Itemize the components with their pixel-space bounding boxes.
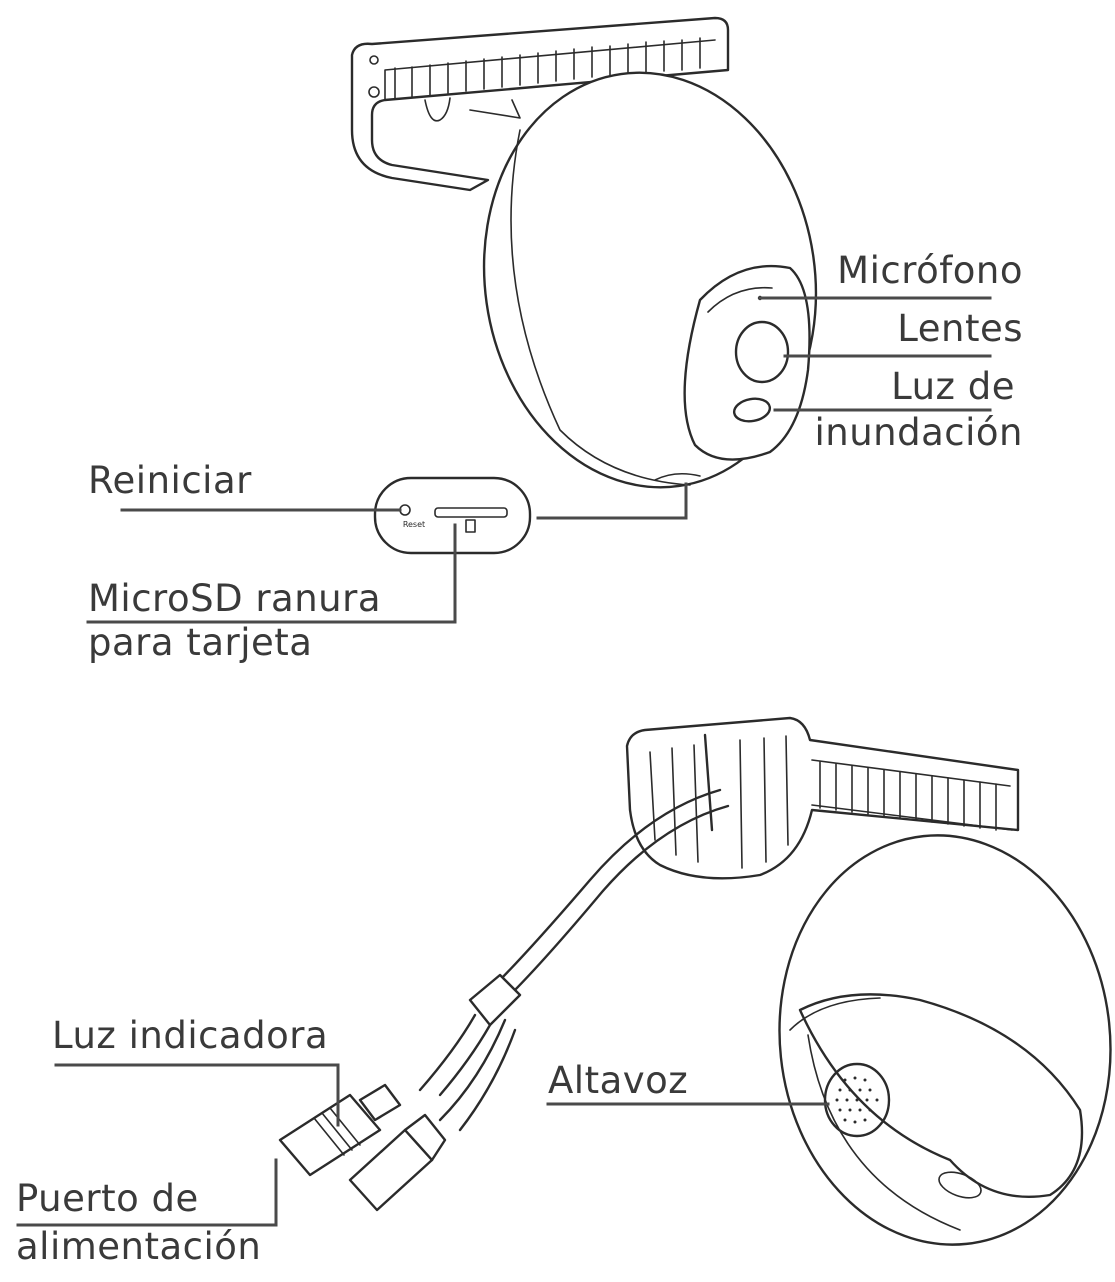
reset-tiny-label: Reset (403, 520, 425, 529)
bottom-mount-fins (649, 735, 997, 869)
top-mount-bracket (350, 16, 730, 192)
reset-sd-detail (373, 476, 532, 555)
speaker-grille (823, 1062, 891, 1138)
label-floodlight-line2: inundación (814, 411, 1023, 454)
leader-power (16, 1158, 278, 1227)
speaker-holes (835, 1076, 879, 1124)
label-lens: Lentes (897, 307, 1023, 350)
bottom-camera (278, 716, 1112, 1246)
label-microphone: Micrófono (837, 249, 1023, 292)
leader-indicator (54, 1063, 340, 1127)
label-speaker: Altavoz (548, 1059, 689, 1102)
label-power-line2: alimentación (16, 1225, 262, 1268)
bottom-mount-bracket (625, 716, 1020, 880)
leader-slot (536, 482, 688, 520)
top-lens (734, 320, 790, 384)
label-reset: Reiniciar (88, 459, 252, 502)
top-floodlight (732, 397, 772, 423)
leader-microsd (86, 523, 457, 624)
label-microsd-line1: MicroSD ranura (88, 577, 381, 620)
top-camera (350, 16, 818, 489)
label-indicator: Luz indicadora (52, 1014, 329, 1057)
label-microsd-line2: para tarjeta (88, 621, 313, 664)
label-floodlight-line1: Luz de (891, 365, 1015, 408)
bottom-face-plate (798, 993, 1084, 1199)
cable (493, 788, 722, 987)
power-connector (278, 1093, 382, 1177)
leader-lines (16, 296, 992, 1227)
top-mount-fins (394, 37, 701, 99)
label-power-line1: Puerto de (16, 1177, 199, 1220)
top-face-plate (683, 264, 811, 461)
